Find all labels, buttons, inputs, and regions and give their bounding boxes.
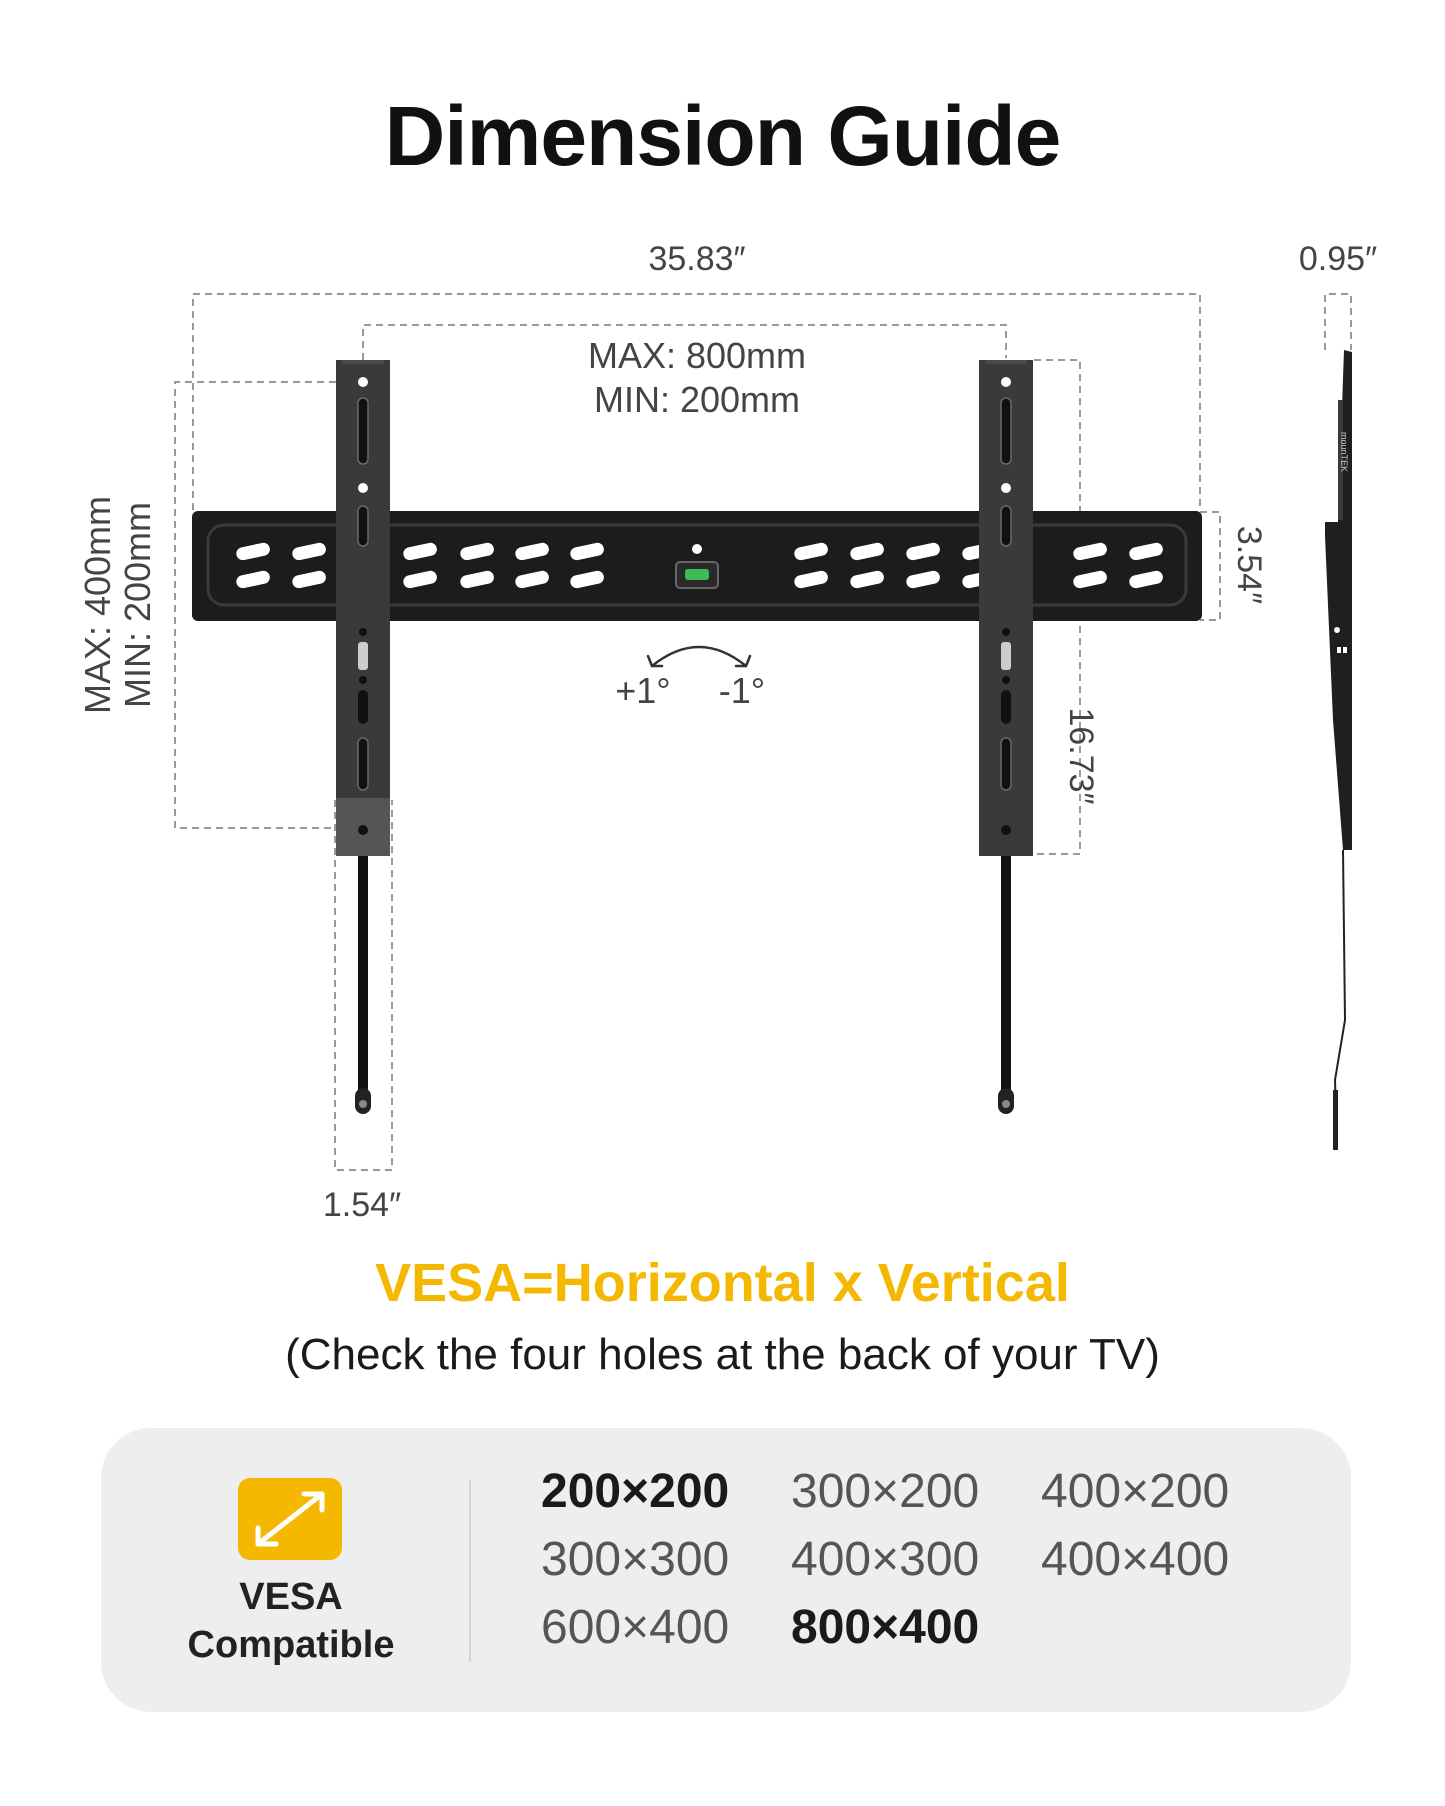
vesa-formula: VESA=Horizontal x Vertical: [375, 1253, 1070, 1313]
bubble-level-icon: [675, 561, 719, 589]
horizontal-spacing-guide: [362, 324, 1007, 360]
depth-label: 0.95″: [1299, 240, 1377, 278]
vesa-note: (Check the four holes at the back of you…: [285, 1330, 1160, 1379]
vesa-size: 600×400: [541, 1601, 730, 1654]
brand-mark: mounTEK: [1339, 432, 1349, 472]
vesa-size: 400×200: [1041, 1465, 1230, 1518]
vesa-size: 400×400: [1041, 1533, 1230, 1586]
vesa-size: 300×200: [791, 1465, 980, 1518]
vesa-compatible-label: VESA Compatible: [141, 1573, 441, 1669]
vesa-compatibility-panel: VESA Compatible 200×200 300×200 400×200 …: [101, 1428, 1351, 1712]
vertical-max-label: MAX: 400mm: [77, 496, 118, 714]
overall-width-label: 35.83″: [648, 240, 745, 278]
horizontal-max-label: MAX: 800mm: [588, 335, 806, 376]
vesa-badge: [238, 1478, 342, 1560]
tilt-arrow-icon: [646, 645, 752, 668]
vesa-size: 400×300: [791, 1533, 980, 1586]
vertical-min-label: MIN: 200mm: [117, 502, 158, 708]
plate-height-label: 3.54″: [1230, 526, 1268, 604]
tilt-forward-label: +1°: [615, 670, 670, 711]
compatible-label-line2: Compatible: [187, 1624, 395, 1666]
plate-height-guide: [1200, 511, 1221, 621]
arm-height-label: 16.73″: [1062, 707, 1100, 804]
diagonal-double-arrow-icon: [255, 1491, 325, 1547]
right-arm: [979, 360, 1033, 1114]
vesa-size-list: 200×200 300×200 400×200 300×300 400×300 …: [541, 1466, 1321, 1654]
mount-dimension-diagram: 35.83″ 0.95″ MAX: 800mm MIN: 200mm MAX: …: [77, 240, 1377, 1224]
vesa-size: 800×400: [791, 1601, 980, 1654]
horizontal-min-label: MIN: 200mm: [594, 379, 800, 420]
panel-divider: [469, 1480, 471, 1662]
left-arm: [336, 360, 390, 1114]
arm-width-guide: [334, 800, 393, 1171]
overall-width-guide: [192, 293, 1201, 510]
tilt-back-label: -1°: [719, 670, 765, 711]
arm-width-label: 1.54″: [323, 1186, 401, 1224]
vesa-size: 200×200: [541, 1465, 730, 1518]
depth-guide: [1324, 293, 1352, 350]
side-profile: [1325, 350, 1352, 1151]
compatible-label-line1: VESA: [239, 1576, 343, 1618]
page-title: Dimension Guide: [384, 89, 1062, 183]
vertical-spacing-guide: [174, 381, 360, 829]
vesa-size: 300×300: [541, 1533, 730, 1586]
